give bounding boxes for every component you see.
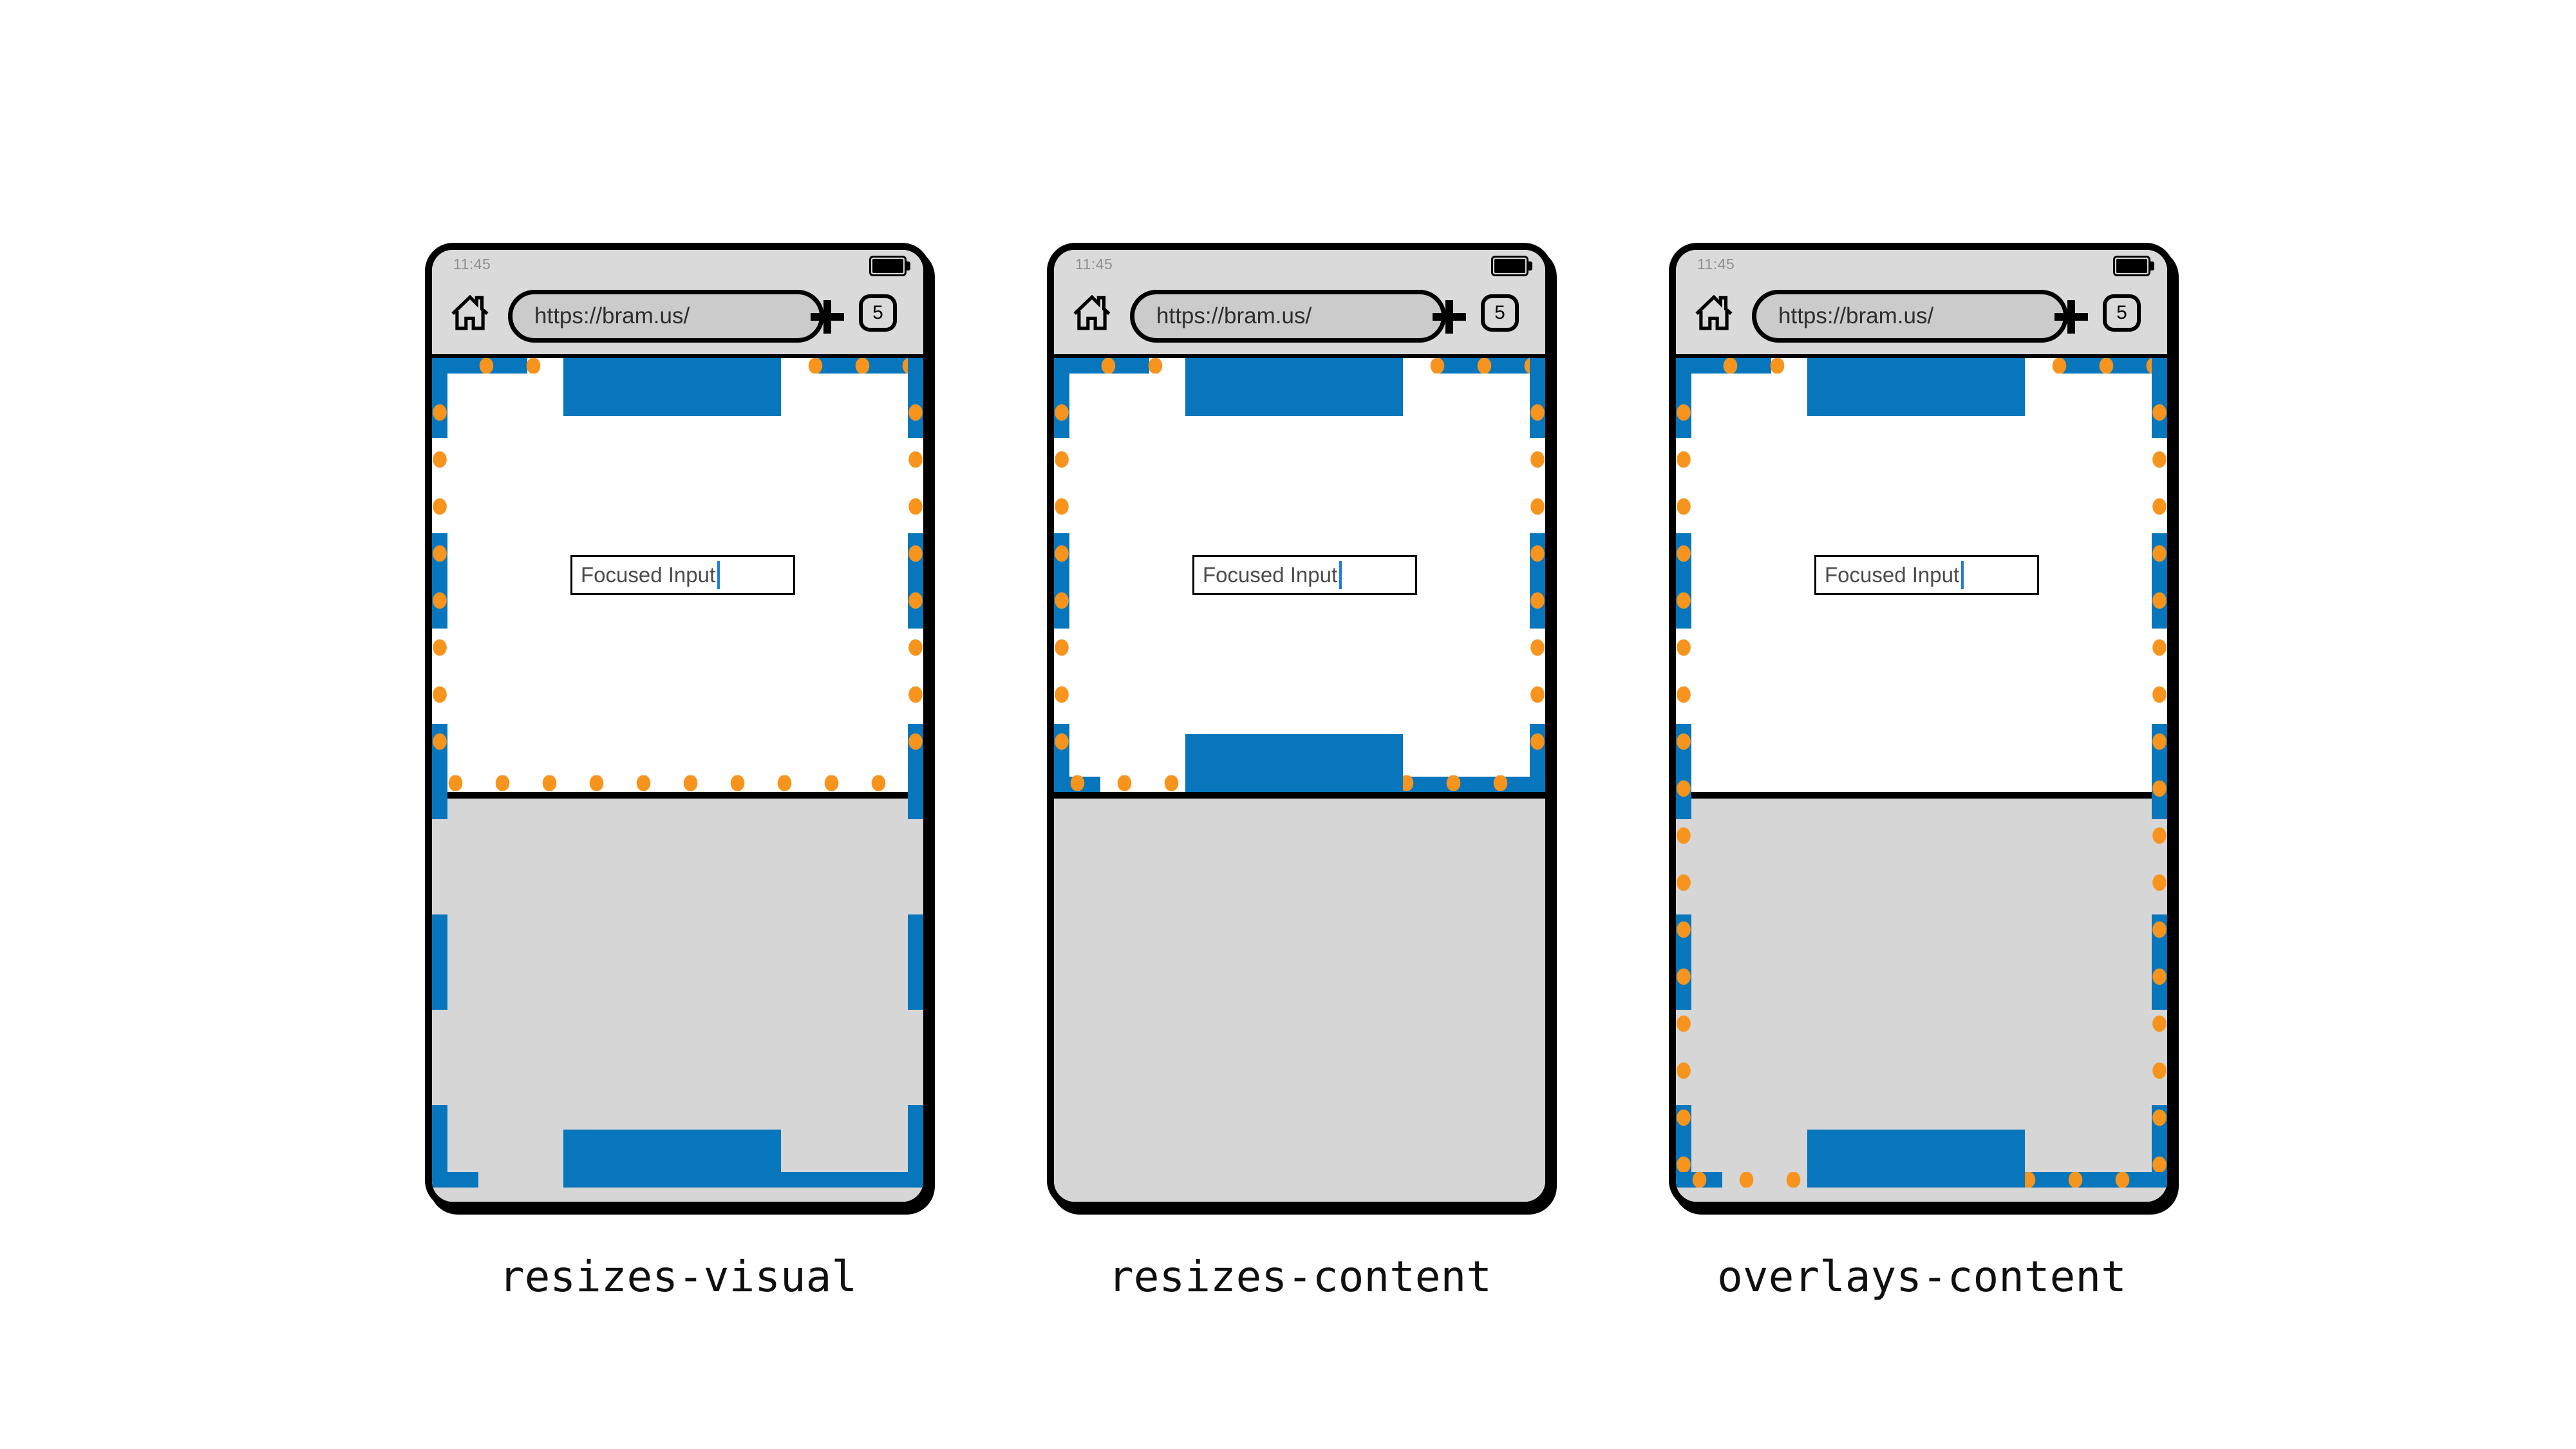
home-icon [451, 294, 489, 330]
new-tab-button[interactable] [2054, 300, 2088, 334]
text-caret-icon [1339, 561, 1342, 589]
status-bar-time: 11:45 [1697, 256, 1735, 272]
keyboard-divider [432, 792, 923, 799]
focused-input[interactable]: Focused Input [570, 555, 795, 595]
phone-screen: 11:45 https://bram.us/ 5 [432, 250, 923, 1202]
caption-resizes-visual: resizes-visual [498, 1252, 858, 1302]
keyboard-divider [1676, 792, 2167, 799]
battery-nub [2150, 261, 2154, 270]
keyboard-divider [1054, 792, 1545, 799]
fixed-header-element [563, 358, 781, 416]
battery-fill [1494, 259, 1525, 273]
chrome-divider [1054, 354, 1545, 358]
tab-count-button[interactable]: 5 [859, 294, 897, 332]
fixed-header-element [1807, 358, 2025, 416]
home-icon [1695, 294, 1733, 330]
input-value: Focused Input [581, 563, 716, 587]
visual-viewport-dots-left [1676, 374, 1691, 1172]
status-bar-time: 11:45 [1075, 256, 1113, 272]
visual-viewport-dots-left [432, 374, 447, 775]
virtual-keyboard-area [1054, 799, 1545, 1202]
visual-viewport-dots-right [908, 374, 923, 775]
status-bar-time: 11:45 [453, 256, 491, 272]
battery-fill [2116, 259, 2147, 273]
caption-resizes-content: resizes-content [1107, 1252, 1492, 1302]
browser-chrome: 11:45 https://bram.us/ 5 [1676, 250, 2167, 354]
visual-viewport-dots-right [1530, 374, 1545, 775]
battery-icon [1491, 256, 1532, 276]
visual-viewport-dots-bottom [447, 775, 908, 791]
phone-screen: 11:45 https://bram.us/ 5 [1676, 250, 2167, 1202]
url-text: https://bram.us/ [1156, 303, 1312, 328]
home-button[interactable] [1071, 290, 1113, 332]
browser-chrome: 11:45 https://bram.us/ 5 [432, 250, 923, 354]
tab-count: 5 [1494, 302, 1505, 323]
focused-input[interactable]: Focused Input [1192, 555, 1417, 595]
input-value: Focused Input [1825, 563, 1960, 587]
battery-fill [872, 259, 903, 273]
phone-mockup-resizes-content: 11:45 https://bram.us/ 5 [1047, 243, 1552, 1209]
tab-count-button[interactable]: 5 [1481, 294, 1519, 332]
input-value: Focused Input [1203, 563, 1338, 587]
phone-mockup-resizes-visual: 11:45 https://bram.us/ 5 [425, 243, 930, 1209]
plus-icon [1445, 300, 1453, 334]
chrome-divider [1676, 354, 2167, 358]
visual-viewport-dots-right [2152, 374, 2167, 1172]
battery-icon [2113, 256, 2154, 276]
visual-viewport-dots-left [1054, 374, 1069, 775]
home-button[interactable] [1693, 290, 1735, 332]
home-icon [1073, 294, 1111, 330]
fixed-footer-element [1185, 734, 1403, 792]
new-tab-button[interactable] [1433, 300, 1466, 334]
url-bar[interactable]: https://bram.us/ [1130, 290, 1446, 343]
url-bar[interactable]: https://bram.us/ [1752, 290, 2068, 343]
tab-count-button[interactable]: 5 [2103, 294, 2141, 332]
battery-nub [1528, 261, 1532, 270]
url-text: https://bram.us/ [534, 303, 690, 328]
battery-icon [869, 256, 910, 276]
phone-mockup-overlays-content: 11:45 https://bram.us/ 5 [1669, 243, 2174, 1209]
plus-icon [2067, 300, 2075, 334]
fixed-footer-element [1807, 1130, 2025, 1188]
new-tab-button[interactable] [811, 300, 844, 334]
fixed-footer-element [563, 1130, 781, 1188]
text-caret-icon [1961, 561, 1964, 589]
plus-icon [823, 300, 831, 334]
tab-count: 5 [872, 302, 883, 323]
text-caret-icon [717, 561, 720, 589]
chrome-divider [432, 354, 923, 358]
phone-screen: 11:45 https://bram.us/ 5 [1054, 250, 1545, 1202]
browser-chrome: 11:45 https://bram.us/ 5 [1054, 250, 1545, 354]
tab-count: 5 [2116, 302, 2127, 323]
home-button[interactable] [449, 290, 491, 332]
url-text: https://bram.us/ [1778, 303, 1934, 328]
url-bar[interactable]: https://bram.us/ [508, 290, 824, 343]
battery-nub [907, 261, 910, 270]
fixed-header-element [1185, 358, 1403, 416]
focused-input[interactable]: Focused Input [1814, 555, 2039, 595]
caption-overlays-content: overlays-content [1717, 1252, 2127, 1302]
